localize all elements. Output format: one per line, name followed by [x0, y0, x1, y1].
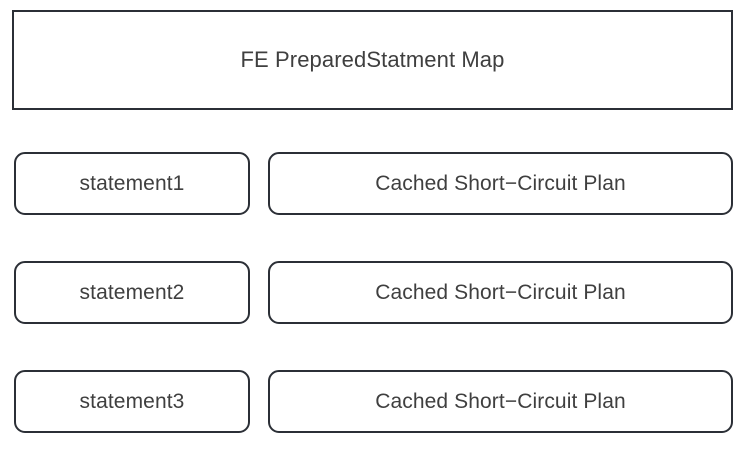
prepared-statement-map-container: FE PreparedStatment Map: [12, 10, 733, 110]
statement-key-label-3: statement3: [79, 389, 185, 413]
cached-plan-box-3: Cached Short−Circuit Plan: [268, 370, 733, 433]
cached-plan-label-2: Cached Short−Circuit Plan: [375, 280, 626, 304]
cached-plan-box-2: Cached Short−Circuit Plan: [268, 261, 733, 324]
cached-plan-label-3: Cached Short−Circuit Plan: [375, 389, 626, 413]
cached-plan-label-1: Cached Short−Circuit Plan: [375, 171, 626, 195]
prepared-statement-map-title: FE PreparedStatment Map: [240, 46, 505, 72]
statement-key-box-1: statement1: [14, 152, 250, 215]
statement-key-box-3: statement3: [14, 370, 250, 433]
statement-key-box-2: statement2: [14, 261, 250, 324]
cached-plan-box-1: Cached Short−Circuit Plan: [268, 152, 733, 215]
statement-key-label-1: statement1: [79, 171, 185, 195]
statement-key-label-2: statement2: [79, 280, 185, 304]
